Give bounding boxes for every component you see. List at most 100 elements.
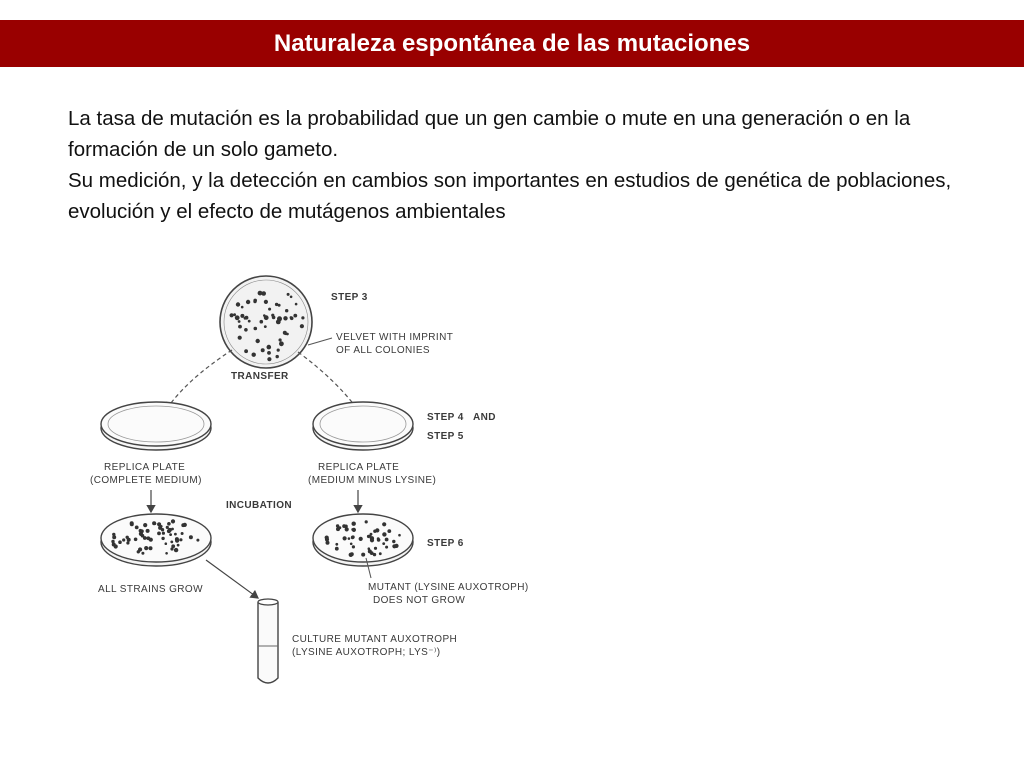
colony-dot bbox=[240, 313, 245, 318]
label-step4: STEP 4 bbox=[427, 412, 464, 423]
colony-dot bbox=[367, 547, 371, 550]
colony-dot bbox=[136, 550, 140, 554]
colony-dot bbox=[274, 302, 279, 307]
label-velvet-2: OF ALL COLONIES bbox=[336, 345, 430, 356]
culture-tube bbox=[257, 598, 279, 684]
colony-dot bbox=[263, 325, 267, 328]
colony-dot bbox=[260, 348, 265, 353]
label-step5: STEP 5 bbox=[427, 431, 464, 442]
colony-dot bbox=[361, 552, 366, 557]
colony-dot bbox=[293, 313, 298, 318]
colony-dot bbox=[335, 542, 339, 546]
colony-dot bbox=[235, 302, 241, 307]
colony-dot bbox=[170, 519, 176, 524]
colony-dot bbox=[140, 529, 144, 533]
colony-dot bbox=[143, 523, 148, 528]
colony-dot bbox=[165, 552, 168, 555]
grown-plate-left bbox=[100, 513, 212, 567]
colony-dot bbox=[324, 537, 330, 542]
colony-dot bbox=[348, 552, 353, 557]
label-mutant-1: MUTANT (LYSINE AUXOTROPH) bbox=[368, 582, 529, 593]
colony-dot bbox=[278, 338, 282, 342]
colony-dot bbox=[325, 540, 330, 545]
colony-dot bbox=[174, 537, 179, 542]
colony-dot bbox=[382, 542, 386, 545]
colony-dot bbox=[267, 351, 271, 355]
colony-dot bbox=[170, 540, 174, 544]
colony-dot bbox=[373, 546, 378, 550]
colony-dot bbox=[263, 315, 269, 321]
label-mutant-2: DOES NOT GROW bbox=[373, 595, 465, 606]
colony-dot bbox=[179, 538, 183, 542]
colony-dot bbox=[364, 520, 368, 524]
culture-arrow bbox=[205, 559, 259, 599]
colony-dot bbox=[160, 528, 165, 532]
slide-title-bar: Naturaleza espontánea de las mutaciones bbox=[0, 20, 1024, 67]
colony-dot bbox=[267, 357, 272, 362]
colony-dot bbox=[268, 307, 272, 311]
colony-dot bbox=[118, 540, 122, 544]
colony-dot bbox=[251, 352, 256, 357]
colony-dot bbox=[342, 536, 347, 541]
colony-dot bbox=[164, 542, 168, 545]
label-replica-right-1: REPLICA PLATE bbox=[318, 462, 399, 473]
colony-dot bbox=[157, 522, 162, 527]
colony-dot bbox=[196, 538, 200, 542]
replica-plate-right bbox=[312, 401, 414, 451]
colony-dot bbox=[182, 522, 187, 527]
label-all-strains: ALL STRAINS GROW bbox=[98, 584, 203, 595]
colony-dot bbox=[180, 532, 184, 535]
colony-dot bbox=[129, 522, 134, 527]
colony-dot bbox=[271, 315, 276, 320]
paragraph-measurement: Su medición, y la detección en cambios s… bbox=[68, 169, 952, 223]
replica-plating-diagram: STEP 3 VELVET WITH IMPRINT OF ALL COLONI… bbox=[86, 260, 556, 690]
transfer-arrow-right bbox=[297, 351, 359, 411]
colony-dot bbox=[255, 338, 260, 344]
colony-dot bbox=[276, 348, 280, 352]
colony-dot bbox=[289, 316, 293, 319]
colony-dot bbox=[351, 545, 355, 549]
colony-dot bbox=[112, 535, 117, 540]
colony-dot bbox=[245, 299, 251, 305]
colony-dot bbox=[369, 536, 375, 541]
colony-dot bbox=[188, 535, 193, 540]
colony-dot bbox=[282, 330, 287, 335]
colony-dot bbox=[233, 313, 237, 317]
velvet-disc bbox=[219, 275, 313, 369]
colony-dot bbox=[366, 534, 371, 539]
colony-dot bbox=[351, 528, 355, 531]
colony-dot bbox=[398, 533, 401, 537]
colony-dot bbox=[285, 309, 289, 313]
colony-dot bbox=[134, 525, 139, 530]
colony-dot bbox=[277, 303, 281, 307]
label-velvet-1: VELVET WITH IMPRINT bbox=[336, 332, 453, 343]
colony-dot bbox=[148, 537, 153, 542]
colony-dot bbox=[369, 532, 373, 536]
colony-dot bbox=[174, 532, 177, 536]
colony-dot bbox=[126, 541, 130, 545]
label-culture-2: (LYSINE AUXOTROPH; LYS⁻⁾) bbox=[292, 647, 441, 658]
colony-dot bbox=[358, 536, 363, 541]
colony-dot bbox=[266, 344, 272, 350]
velvet-pointer-line bbox=[307, 337, 333, 346]
slide-title: Naturaleza espontánea de las mutaciones bbox=[273, 29, 751, 57]
colony-dot bbox=[385, 545, 389, 549]
colony-dot bbox=[351, 521, 356, 526]
colony-dot bbox=[289, 295, 293, 299]
colony-dot bbox=[229, 313, 234, 318]
colony-dot bbox=[165, 525, 169, 529]
colony-dot bbox=[342, 524, 346, 528]
colony-dot bbox=[283, 316, 288, 321]
colony-dot bbox=[170, 547, 174, 551]
transfer-arrow-left bbox=[165, 349, 233, 411]
colony-dot bbox=[234, 315, 240, 321]
colony-dot bbox=[376, 537, 380, 540]
colony-dot bbox=[152, 521, 157, 526]
colony-dot bbox=[144, 546, 149, 551]
colony-dot bbox=[387, 529, 392, 533]
colony-dot bbox=[286, 292, 290, 296]
colony-dot bbox=[173, 547, 179, 553]
label-replica-right-2: (MEDIUM MINUS LYSINE) bbox=[308, 475, 436, 486]
colony-dot bbox=[263, 299, 268, 304]
slide-body-text: La tasa de mutación es la probabilidad q… bbox=[68, 103, 968, 227]
